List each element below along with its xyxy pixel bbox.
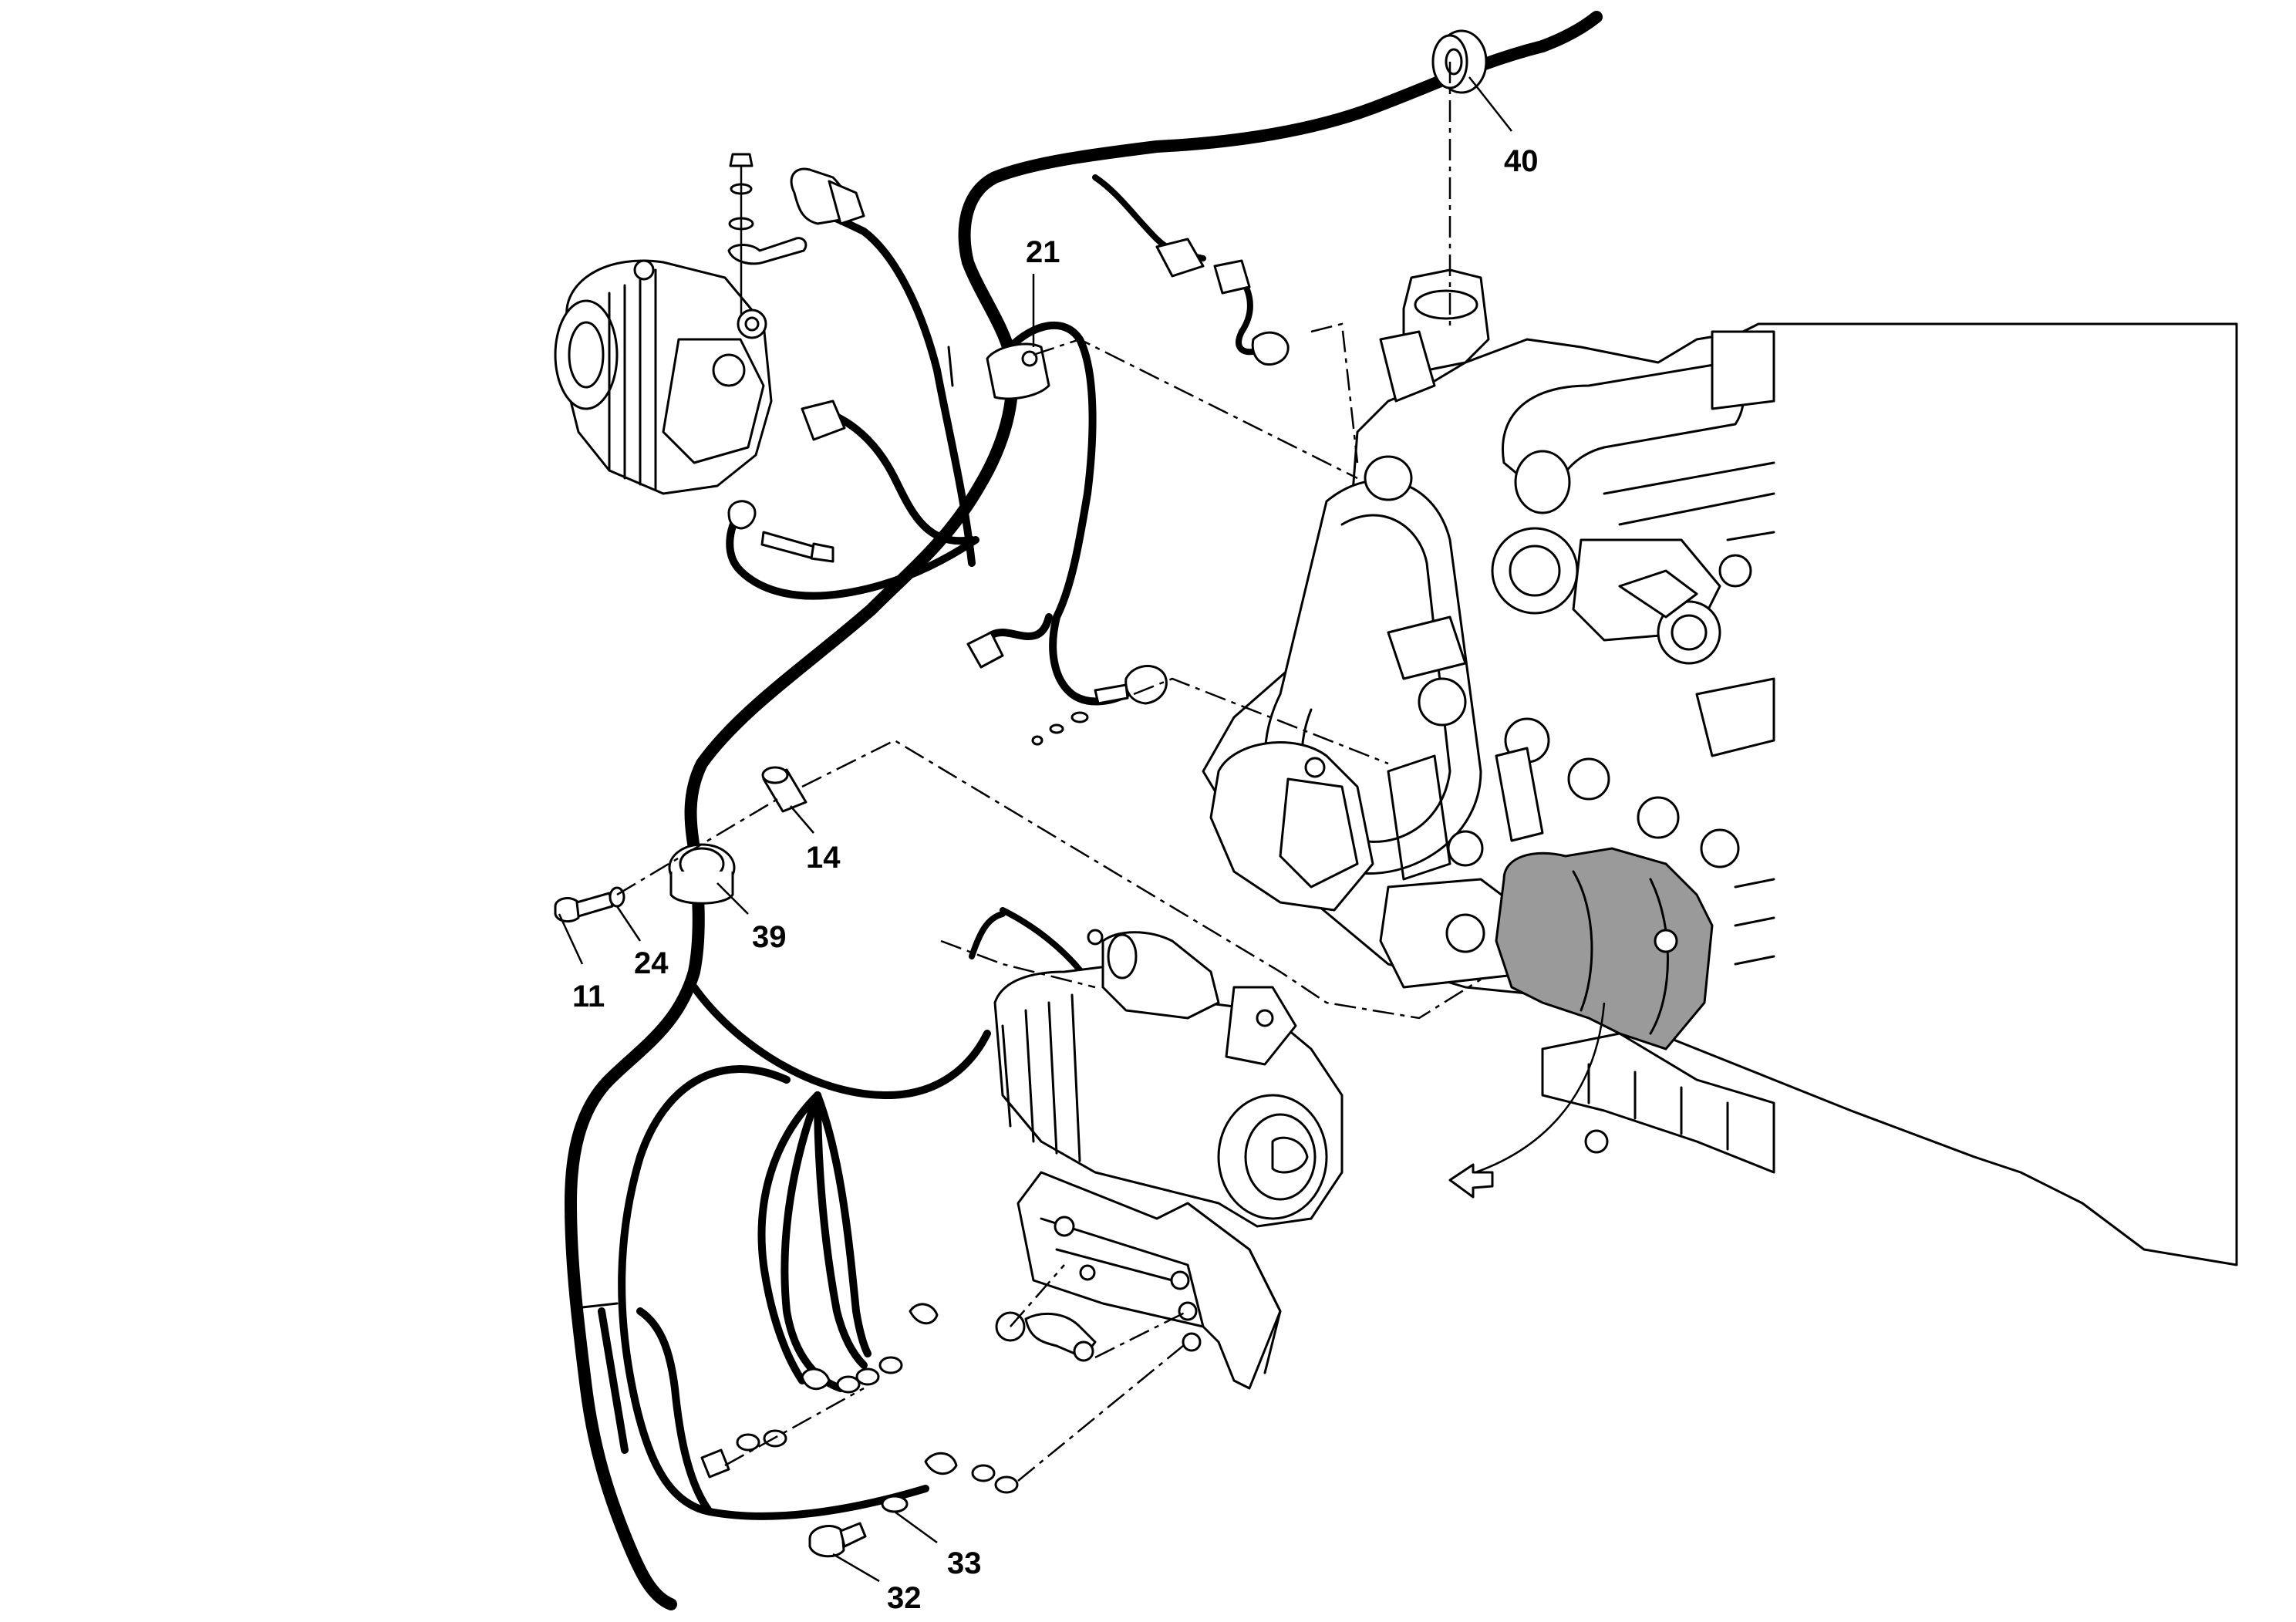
callout-24: 24 [634,946,669,980]
grommet-40 [1431,29,1488,94]
callout-21: 21 [1026,235,1060,269]
starter-motor [993,929,1344,1228]
wiring-harness [565,11,1603,1610]
assembly-lines [616,62,1482,1482]
callouts: 40 21 14 39 24 11 33 32 [572,144,1539,1615]
callout-32: 32 [887,1581,922,1615]
callout-33: 33 [947,1546,982,1580]
alternator [554,259,773,495]
engine-block [1202,268,2238,1266]
alternator-terminal-hardware [727,153,807,316]
starter-bracket [1017,1171,1282,1390]
callout-40: 40 [1504,144,1539,178]
bolt-11 [554,892,614,923]
leader-lines [558,76,1512,1583]
bolt-32 [808,1522,867,1558]
grommet-39 [668,843,736,905]
callout-11: 11 [572,980,605,1013]
connectors [554,29,1488,1558]
washer-33 [881,1495,909,1513]
removal-arrow [1449,1002,1606,1182]
spacer-14 [761,766,807,813]
washer-24 [609,886,625,908]
callout-39: 39 [752,920,787,954]
callout-14: 14 [806,841,841,875]
installed-starter-highlight [1495,847,1714,1050]
